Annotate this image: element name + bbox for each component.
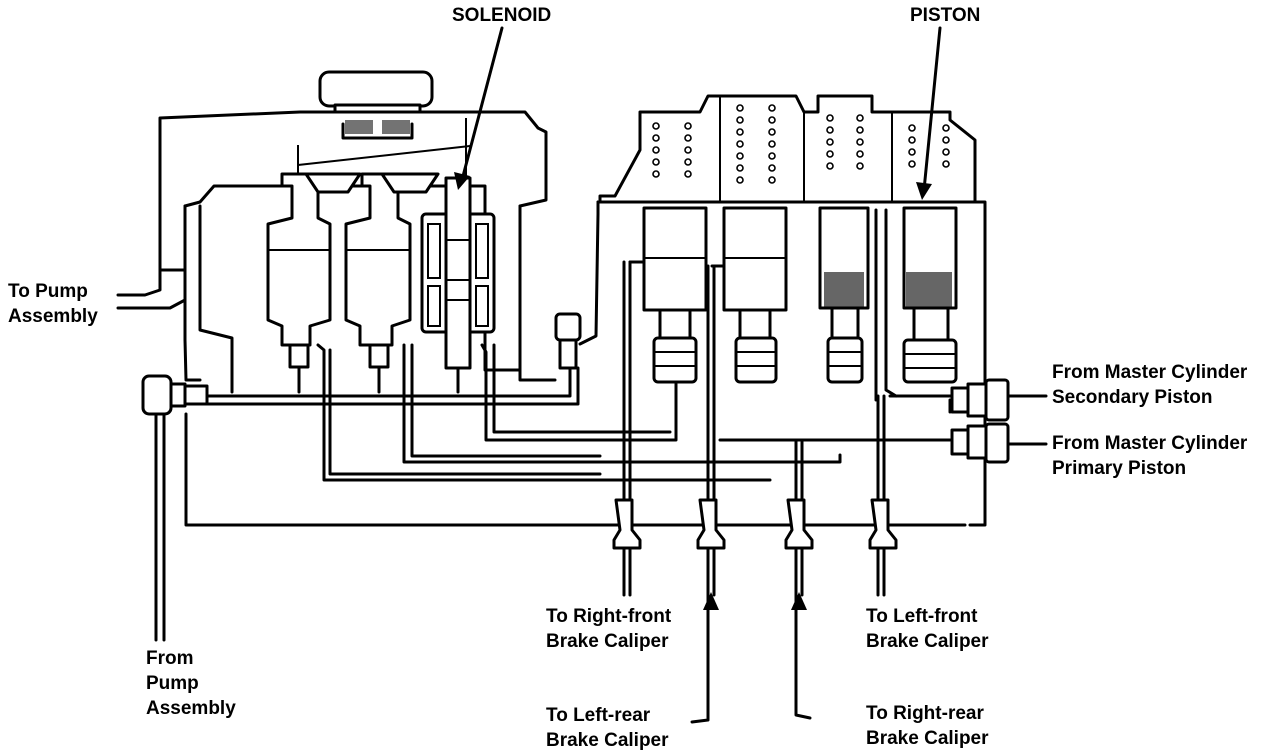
reservoir-cap <box>318 70 434 117</box>
pump-lines <box>116 268 187 642</box>
caliper-outlets <box>612 260 898 724</box>
piston-label: PISTON <box>910 5 981 26</box>
inlet-valve-left <box>266 172 332 394</box>
pump-inlet-fitting <box>141 374 209 416</box>
piston-unit-1 <box>642 206 708 384</box>
solenoid-label: SOLENOID <box>452 5 552 26</box>
piston-unit-2 <box>722 206 788 384</box>
modulator-piston-block <box>578 94 987 527</box>
arrow-left-rear <box>703 592 719 610</box>
arrow-right-rear <box>791 592 807 610</box>
solenoid-assembly <box>420 176 496 394</box>
piston-springs <box>652 104 950 184</box>
valve-caps <box>304 172 440 194</box>
secondary-inlet-fitting <box>950 378 1010 422</box>
leader-piston <box>916 26 942 200</box>
primary-inlet-fitting <box>950 422 1010 464</box>
leader-solenoid <box>454 26 504 190</box>
piston-unit-4 <box>902 206 958 384</box>
piston-unit-3 <box>818 206 870 384</box>
inlet-valve-right <box>344 172 412 394</box>
bleeder-fitting <box>554 312 582 370</box>
